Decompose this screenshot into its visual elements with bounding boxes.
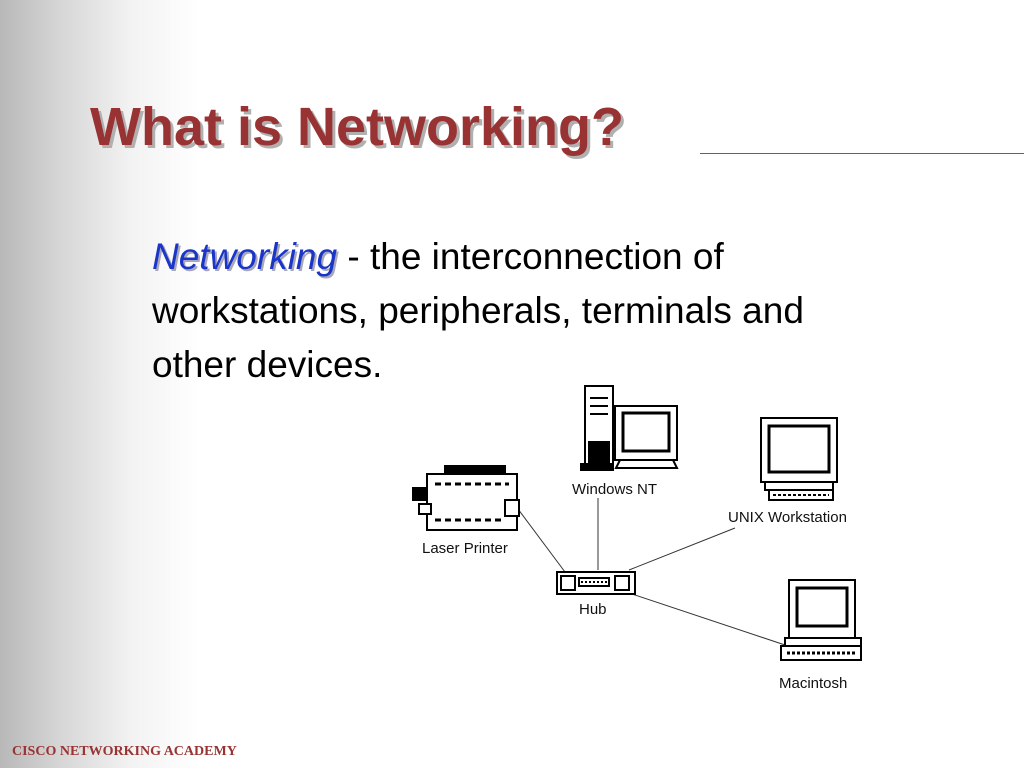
windows-nt-computer-icon <box>580 385 679 471</box>
laser-printer-icon <box>412 465 520 531</box>
label-laser-printer: Laser Printer <box>422 540 508 557</box>
title-underline-rule <box>700 153 1024 154</box>
networking-term: Networking <box>152 236 338 277</box>
network-links <box>514 498 786 646</box>
link-hub-unix <box>628 527 736 571</box>
macintosh-computer-icon <box>780 579 862 661</box>
slide-title: What is Networking? <box>90 97 625 157</box>
footer-branding: CISCO NETWORKING ACADEMY <box>12 744 237 759</box>
link-hub-printer <box>514 504 566 573</box>
label-windows-nt: Windows NT <box>572 481 657 498</box>
label-macintosh: Macintosh <box>779 675 847 692</box>
definition-text: - the interconnection of workstations, p… <box>152 236 804 385</box>
unix-workstation-icon <box>760 417 838 501</box>
label-hub: Hub <box>579 601 607 618</box>
hub-icon <box>556 571 636 595</box>
network-diagram: Windows NT UNIX Workstation Laser Printe… <box>412 385 862 692</box>
link-hub-macintosh <box>628 592 786 646</box>
label-unix-workstation: UNIX Workstation <box>728 509 847 526</box>
definition-paragraph: Networking - the interconnection of work… <box>152 230 892 392</box>
